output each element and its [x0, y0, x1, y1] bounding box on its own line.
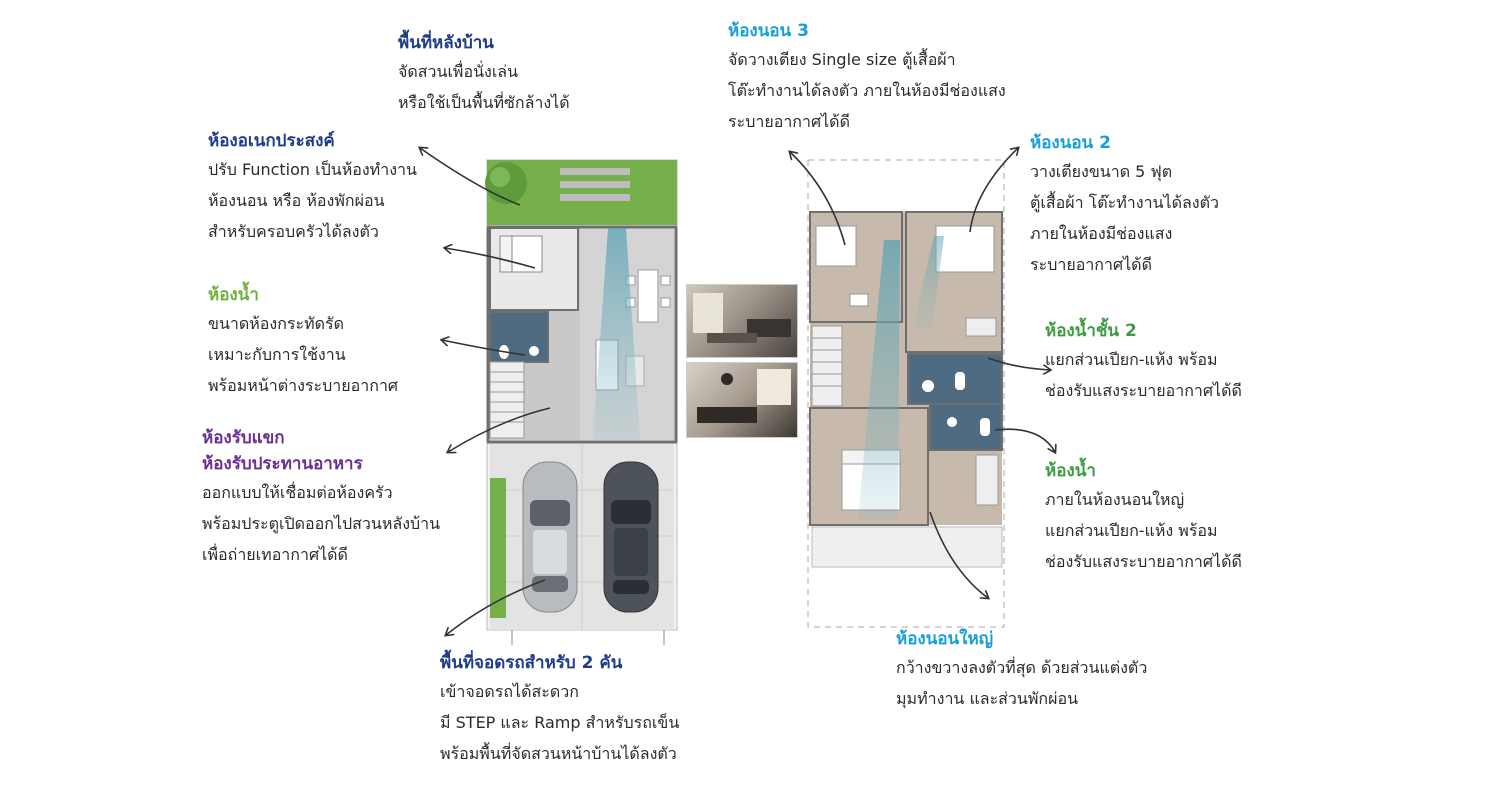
annotation-bedroom-2: ห้องนอน 2 วางเตียงขนาด 5 ฟุต ตู้เสื้อผ้า… [1030, 130, 1219, 280]
living-line: เพื่อถ่ายเทอากาศได้ดี [202, 545, 348, 564]
parking-line: เข้าจอดรถได้สะดวก [440, 682, 579, 701]
bedroom2-line: ระบายอากาศได้ดี [1030, 255, 1152, 274]
bedroom3-line: ระบายอากาศได้ดี [728, 112, 850, 131]
annotation-master-bedroom: ห้องนอนใหญ่ กว้างขวางลงตัวที่สุด ด้วยส่ว… [896, 626, 1147, 714]
bedroom2-title: ห้องนอน 2 [1030, 133, 1111, 153]
parking-line: มี STEP และ Ramp สำหรับรถเข็น [440, 713, 680, 732]
master-line: กว้างขวางลงตัวที่สุด ด้วยส่วนแต่งตัว [896, 658, 1148, 677]
stairs [489, 361, 525, 439]
annotation-arrows [420, 148, 1055, 635]
backyard-line: จัดสวนเพื่อนั่งเล่น [398, 62, 519, 81]
bedroom2-line: ภายในห้องมีช่องแสง [1030, 224, 1173, 243]
interior-photo-2 [686, 362, 798, 438]
bath2-line: แยกส่วนเปียก-แห้ง พร้อม [1045, 350, 1218, 369]
masterbath-line: แยกส่วนเปียก-แห้ง พร้อม [1045, 521, 1218, 540]
backyard-line: หรือใช้เป็นพื้นที่ซักล้างได้ [398, 93, 570, 112]
bedroom3-line: โต๊ะทำงานได้ลงตัว ภายในห้องมีช่องแสง [728, 81, 1006, 100]
front-garden [490, 478, 506, 618]
light-beam [593, 228, 640, 440]
bathroom-title: ห้องน้ำ [208, 285, 259, 305]
balcony [811, 526, 1003, 568]
living-title: ห้องรับแขก [202, 428, 285, 448]
masterbath-line: ภายในห้องนอนใหญ่ [1045, 490, 1185, 509]
bedroom2-line: ตู้เสื้อผ้า โต๊ะทำงานได้ลงตัว [1030, 193, 1219, 212]
multipurpose-line: ห้องนอน หรือ ห้องพักผ่อน [208, 191, 385, 210]
bath2-title: ห้องน้ำชั้น 2 [1045, 321, 1137, 341]
annotation-multipurpose: ห้องอเนกประสงค์ ปรับ Function เป็นห้องทำ… [208, 128, 417, 247]
annotation-parking: พื้นที่จอดรถสำหรับ 2 คัน เข้าจอดรถได้สะด… [440, 650, 679, 769]
bedroom3-title: ห้องนอน 3 [728, 21, 809, 41]
dark-car [603, 461, 659, 613]
upper-stairs [811, 325, 843, 407]
silver-car [522, 461, 578, 613]
master-title: ห้องนอนใหญ่ [896, 629, 994, 649]
annotation-master-bath: ห้องน้ำ ภายในห้องนอนใหญ่ แยกส่วนเปียก-แห… [1045, 458, 1242, 577]
multipurpose-line: สำหรับครอบครัวได้ลงตัว [208, 222, 379, 241]
master-line: มุมทำงาน และส่วนพักผ่อน [896, 689, 1078, 708]
annotation-bedroom-3: ห้องนอน 3 จัดวางเตียง Single size ตู้เสื… [728, 18, 1006, 137]
living-line: ออกแบบให้เชื่อมต่อห้องครัว [202, 483, 393, 502]
multipurpose-title: ห้องอเนกประสงค์ [208, 131, 335, 151]
parking-title: พื้นที่จอดรถสำหรับ 2 คัน [440, 653, 623, 673]
upper-floor-plan [807, 159, 1005, 628]
annotation-bathroom: ห้องน้ำ ขนาดห้องกระทัดรัด เหมาะกับการใช้… [208, 282, 398, 401]
bathroom-line: ขนาดห้องกระทัดรัด [208, 314, 345, 333]
masterbath-title: ห้องน้ำ [1045, 461, 1096, 481]
annotation-living: ห้องรับแขก ห้องรับประทานอาหาร ออกแบบให้เ… [202, 425, 440, 570]
bedroom3-line: จัดวางเตียง Single size ตู้เสื้อผ้า [728, 50, 956, 69]
living-line: พร้อมประตูเปิดออกไปสวนหลังบ้าน [202, 514, 441, 533]
multipurpose-line: ปรับ Function เป็นห้องทำงาน [208, 160, 417, 179]
ground-floor-plan [485, 159, 678, 645]
dining-title: ห้องรับประทานอาหาร [202, 454, 363, 474]
annotation-bath-2: ห้องน้ำชั้น 2 แยกส่วนเปียก-แห้ง พร้อม ช่… [1045, 318, 1242, 406]
bath2-line: ช่องรับแสงระบายอากาศได้ดี [1045, 381, 1242, 400]
bathroom-line: พร้อมหน้าต่างระบายอากาศ [208, 376, 399, 395]
interior-photo-1 [686, 284, 798, 358]
bedroom2-line: วางเตียงขนาด 5 ฟุต [1030, 162, 1173, 181]
parking-line: พร้อมพื้นที่จัดสวนหน้าบ้านได้ลงตัว [440, 744, 677, 763]
backyard-title: พื้นที่หลังบ้าน [398, 33, 494, 53]
annotation-backyard: พื้นที่หลังบ้าน จัดสวนเพื่อนั่งเล่น หรือ… [398, 30, 570, 118]
bathroom-line: เหมาะกับการใช้งาน [208, 345, 346, 364]
master-bathroom [929, 403, 1003, 451]
masterbath-line: ช่องรับแสงระบายอากาศได้ดี [1045, 552, 1242, 571]
